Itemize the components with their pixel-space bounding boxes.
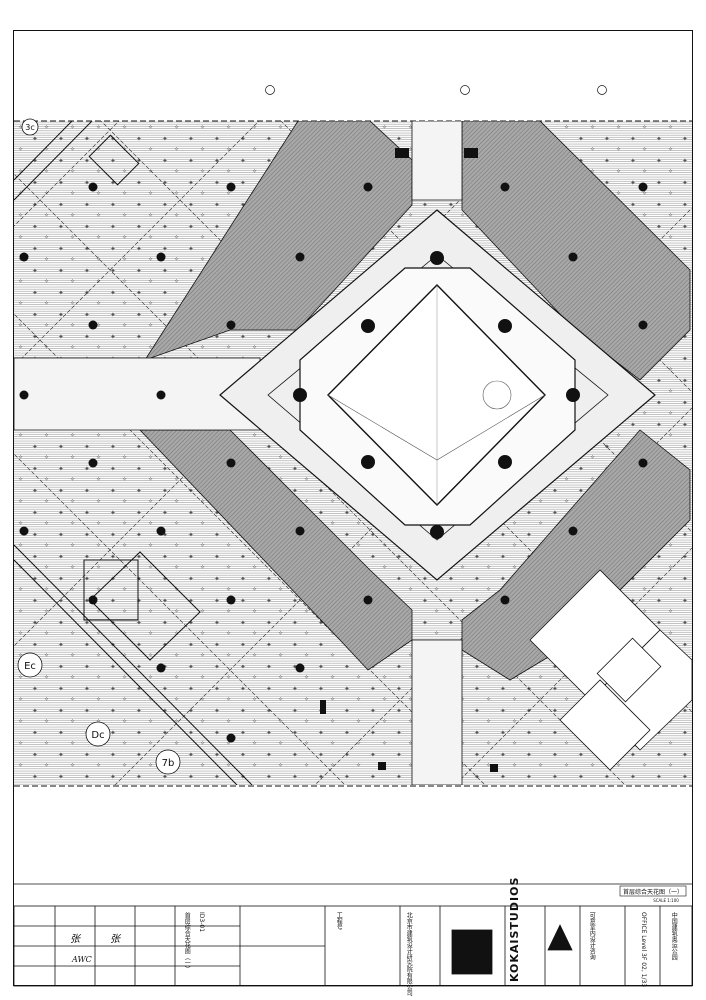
left-rooms — [83, 134, 201, 661]
tb-company-cn: 可意室内设计咨询 — [588, 912, 596, 960]
columns — [19, 182, 648, 743]
grid-label-7b: 7b — [162, 758, 175, 769]
drawing-sheet-border — [13, 30, 693, 986]
grid-bubble-top-1 — [265, 85, 275, 95]
designer-logo — [451, 929, 493, 975]
service-rooms — [529, 569, 692, 771]
title-block — [13, 905, 693, 987]
tb-company-en: KOKAISTUDIOS — [508, 876, 521, 982]
grid-bubble-top-2 — [460, 85, 470, 95]
grid-bubble-dc — [85, 721, 111, 747]
small-fixtures — [320, 148, 498, 772]
drawing-title-strip: 首层综合天花图（一） SCALE 1:100 — [14, 883, 692, 903]
tb-drawing-no: ID3-01 — [198, 912, 206, 933]
tb-project-code: OFFICE Level 3F 02, 1/33 — [640, 912, 648, 988]
drawing-scale: SCALE 1:100 — [653, 898, 679, 903]
grid-label-3c: 3c — [25, 123, 35, 132]
grid-bubbles — [17, 85, 607, 775]
grid-bubble-3c — [21, 118, 39, 136]
corridors — [14, 121, 463, 785]
grid-label-dc: Dc — [91, 730, 104, 741]
signature-1: 张 — [70, 933, 82, 945]
signature-2: 张 — [110, 933, 122, 945]
tb-drawing-name: 首层综合天花图（一） — [183, 912, 191, 972]
grid-bubble-ec — [17, 652, 43, 678]
signature-3: AWC — [71, 955, 92, 964]
tb-project-label: 工程号 — [335, 912, 343, 930]
grid-label-ec: Ec — [24, 661, 36, 672]
grid-bubble-top-3 — [597, 85, 607, 95]
atrium-feature-circle — [482, 380, 512, 410]
perimeter-wall — [14, 121, 253, 785]
drawing-title: 首层综合天花图（一） — [623, 888, 683, 896]
grid-bubble-7b — [155, 749, 181, 775]
tb-project-name: 中国建筑奥运公园 — [670, 912, 678, 960]
tb-design-institute: 北京市建筑设计研究院有限公司 — [405, 912, 413, 996]
firm-logo-triangle — [547, 924, 573, 951]
shaded-wings — [139, 121, 691, 681]
signatures: 张 张 AWC — [70, 933, 122, 964]
